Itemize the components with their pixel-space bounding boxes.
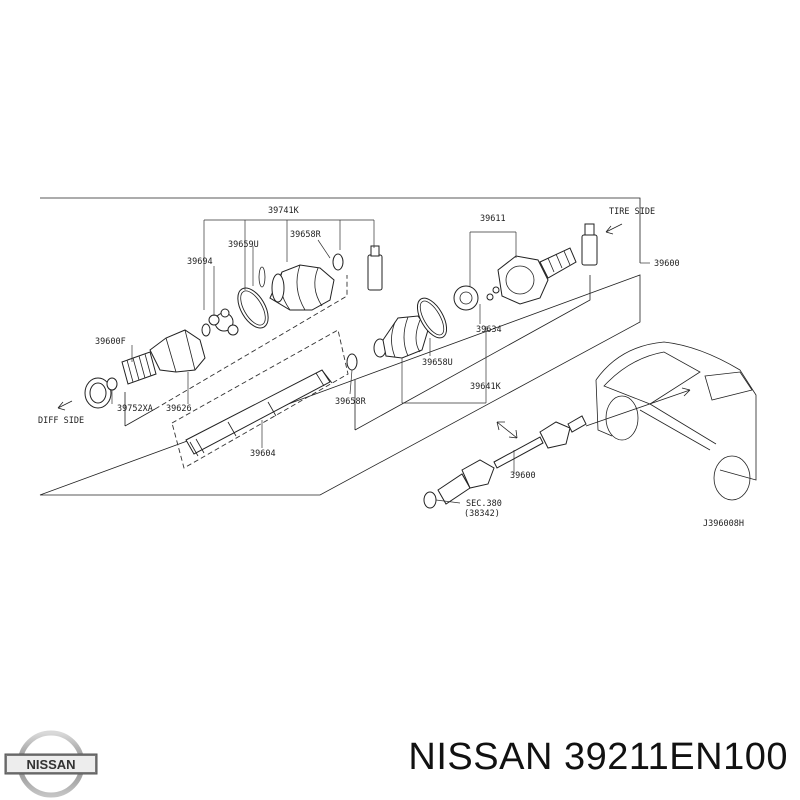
- label-39658r-mid: 39658R: [335, 397, 367, 407]
- diff-group-dashed: [154, 275, 348, 410]
- grease-tube-left: [367, 245, 383, 291]
- label-sec380: SEC.380: [466, 499, 502, 509]
- label-39752xa: 39752XA: [117, 404, 153, 414]
- label-38342: (38342): [464, 509, 500, 519]
- car-silhouette: [595, 341, 757, 501]
- label-39694: 39694: [187, 257, 213, 267]
- move-arrow: [496, 421, 518, 439]
- spider-39694: [201, 308, 239, 337]
- diff-side-arrow: [57, 400, 73, 411]
- label-39659u: 39659U: [228, 240, 259, 250]
- boot-39741k: [269, 264, 335, 311]
- label-39604: 39604: [250, 449, 276, 459]
- band-39658u: [416, 297, 448, 339]
- band-39659u: [237, 287, 269, 329]
- outer-joint-39611: [497, 247, 577, 305]
- grease-tube-right: [581, 223, 598, 266]
- label-39634: 39634: [476, 325, 502, 335]
- label-39658u: 39658U: [422, 358, 453, 368]
- label-39611: 39611: [480, 214, 506, 224]
- inner-shaft-box: [171, 329, 349, 469]
- part-number-caption: NISSAN 39211EN100: [408, 736, 788, 778]
- label-39658r-top: 39658R: [290, 230, 322, 240]
- tire-side-label: TIRE SIDE: [609, 207, 655, 217]
- small-clamp-39658r-top: [332, 253, 344, 271]
- svg-text:NISSAN: NISSAN: [26, 757, 75, 772]
- diff-side-label: DIFF SIDE: [38, 416, 84, 426]
- label-39626: 39626: [166, 404, 192, 414]
- housing-39600f: [121, 329, 206, 385]
- label-39600f: 39600F: [95, 337, 126, 347]
- label-39641k: 39641K: [470, 382, 502, 392]
- small-clamp-39658r-mid: [346, 353, 358, 371]
- seal-39752xa: [84, 377, 118, 409]
- shaft-39604: [185, 369, 333, 457]
- assembled-driveshaft: [423, 415, 587, 509]
- tire-side-arrow: [605, 223, 623, 235]
- reference-code: J396008H: [703, 519, 744, 529]
- brand-footer: NISSAN NISSAN 39211EN100: [0, 715, 800, 800]
- label-39600-assembly: 39600: [510, 471, 536, 481]
- boot-39641k: [373, 315, 429, 359]
- diff-group-box: [124, 392, 156, 427]
- cage-39634: [453, 285, 500, 311]
- label-39741k: 39741K: [268, 206, 300, 216]
- label-39600: 39600: [654, 259, 680, 269]
- nissan-logo: NISSAN: [4, 730, 98, 798]
- install-arrow: [585, 387, 691, 427]
- tire-group-box: [354, 275, 591, 431]
- leader-lines: [111, 219, 650, 504]
